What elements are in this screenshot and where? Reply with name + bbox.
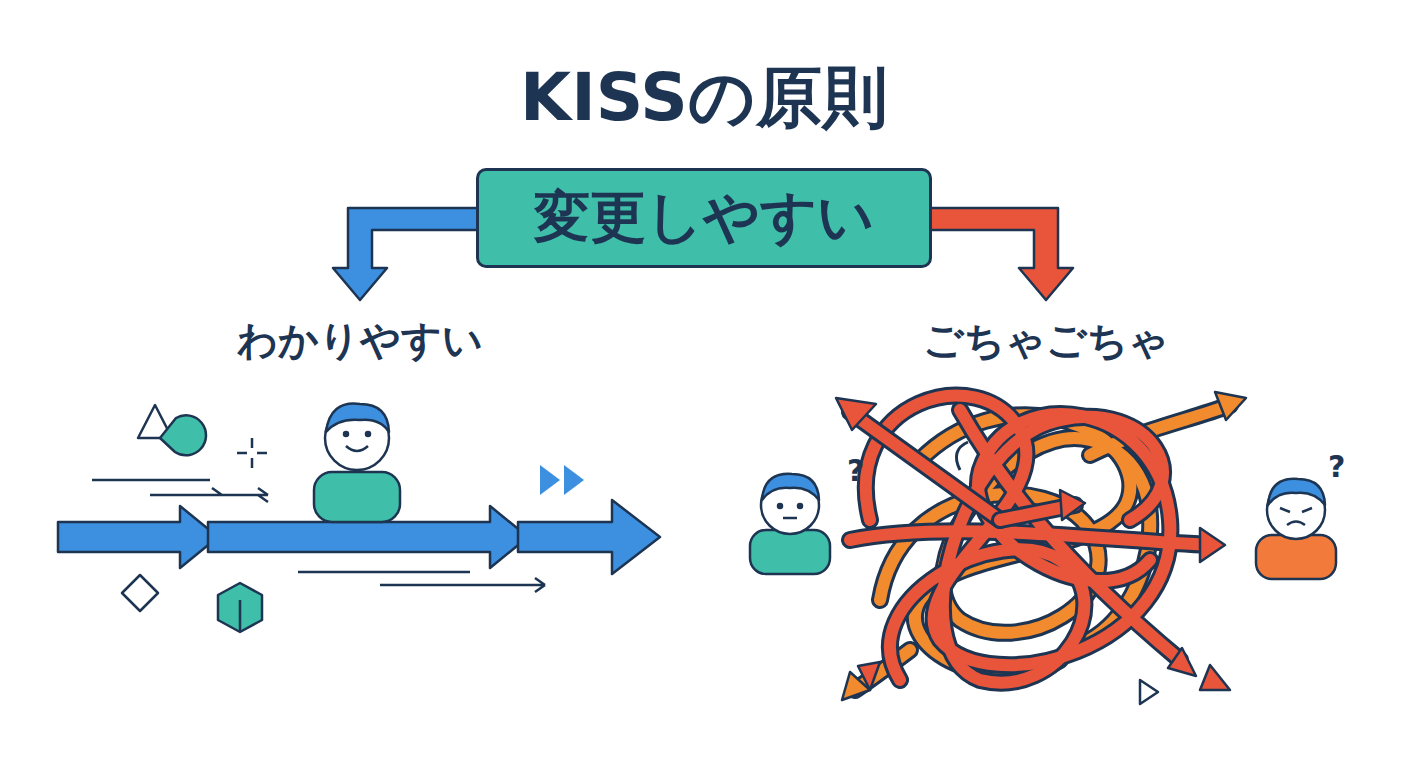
tangled-lines — [850, 396, 1230, 690]
box-label: 変更しやすい — [534, 180, 874, 256]
confused-people — [750, 474, 1336, 579]
branch-label: わかりやすい — [237, 313, 483, 368]
question-mark: ? — [1328, 449, 1345, 484]
title: KISSの原則 — [520, 53, 888, 143]
tangle-arrowheads — [836, 392, 1246, 704]
clear-flow — [58, 404, 660, 632]
process-box: 変更しやすい — [476, 168, 932, 268]
question-mark: ? — [847, 453, 864, 488]
branch-label: ごちゃごちゃ — [923, 313, 1169, 368]
